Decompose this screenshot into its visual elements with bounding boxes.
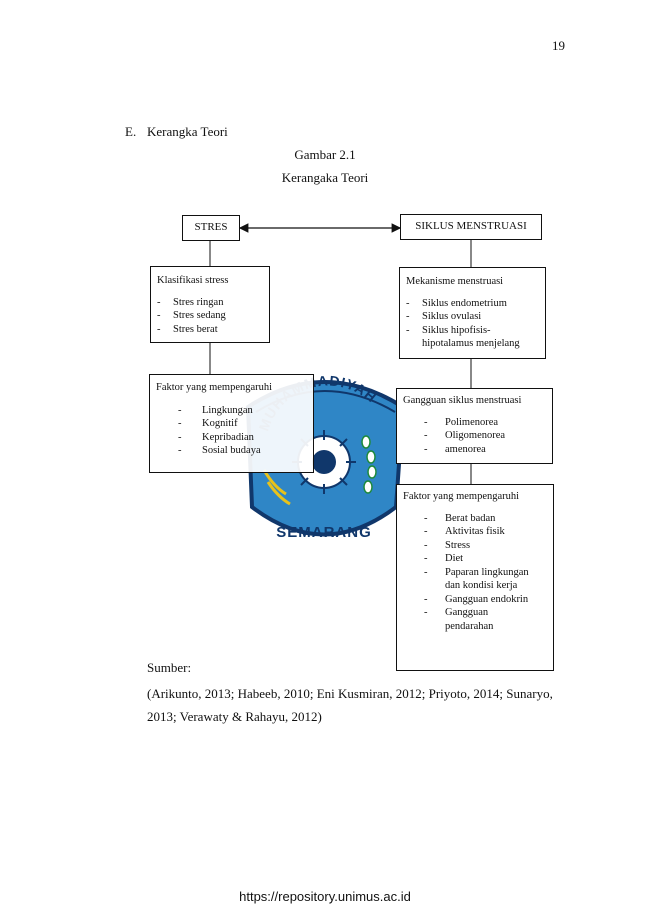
klasifikasi-stress-box: Klasifikasi stress -Stres ringan -Stres …	[150, 266, 270, 343]
faktor-siklus-box: Faktor yang mempengaruhi -Berat badan -A…	[396, 484, 554, 671]
list-item: -Diet	[424, 553, 464, 564]
logo-bottom-text: SEMARANG	[276, 524, 372, 541]
list-item: -Oligomenorea	[424, 430, 506, 441]
list-item: -Stres ringan	[157, 296, 224, 308]
list-item: -Siklus endometrium	[406, 297, 507, 309]
klasifikasi-title: Klasifikasi stress	[157, 275, 229, 286]
source-line-1: (Arikunto, 2013; Habeeb, 2010; Eni Kusmi…	[147, 686, 553, 701]
source-line-2: 2013; Verawaty & Rahayu, 2012)	[147, 709, 322, 724]
stres-label: STRES	[194, 221, 228, 234]
list-item: -Berat badan	[424, 512, 496, 524]
list-item: -Stres berat	[157, 323, 218, 335]
siklus-menstruasi-box: SIKLUS MENSTRUASI	[400, 214, 542, 240]
mekanisme-title: Mekanisme menstruasi	[406, 276, 504, 287]
stres-box: STRES	[182, 215, 240, 241]
list-item: -Gangguan endokrin	[424, 593, 529, 605]
figure-title: Kerangaka Teori	[281, 170, 369, 185]
faktor-stres-box: Faktor yang mempengaruhi -Lingkungan -Ko…	[149, 374, 314, 473]
list-item: -Kepribadian	[178, 431, 254, 443]
list-item: -Paparan lingkungan	[424, 566, 529, 578]
list-item: dan kondisi kerja	[445, 580, 518, 591]
list-item: -Siklus ovulasi	[406, 311, 482, 322]
list-item: -Sosial budaya	[178, 445, 261, 456]
list-item: -Siklus hipofisis-	[406, 324, 491, 336]
list-item: -Polimenorea	[424, 416, 499, 428]
section-title: Kerangka Teori	[147, 124, 228, 139]
section-heading: E. Kerangka Teori	[125, 124, 228, 140]
list-item: -Stress	[424, 539, 471, 551]
faktor-siklus-title: Faktor yang mempengaruhi	[403, 491, 520, 502]
gangguan-title: Gangguan siklus menstruasi	[403, 395, 522, 406]
list-item: -Kognitif	[178, 418, 238, 429]
mekanisme-menstruasi-box: Mekanisme menstruasi -Siklus endometrium…	[399, 267, 546, 359]
list-item: -amenorea	[424, 443, 486, 455]
list-item: -Aktivitas fisik	[424, 526, 505, 537]
list-item: -Gangguan	[424, 607, 489, 618]
page-number: 19	[552, 38, 565, 53]
siklus-label: SIKLUS MENSTRUASI	[415, 220, 527, 233]
gangguan-siklus-box: Gangguan siklus menstruasi -Polimenorea …	[396, 388, 553, 464]
list-item: -Lingkungan	[178, 404, 253, 416]
list-item: hipotalamus menjelang	[422, 338, 520, 349]
footer-repository-url: https://repository.unimus.ac.id	[239, 889, 411, 904]
faktor-stres-title: Faktor yang mempengaruhi	[156, 382, 273, 393]
list-item: -Stres sedang	[157, 310, 226, 321]
section-letter: E.	[125, 124, 137, 139]
list-item: pendarahan	[445, 620, 494, 632]
source-label: Sumber:	[147, 660, 192, 675]
figure-number: Gambar 2.1	[294, 147, 356, 162]
